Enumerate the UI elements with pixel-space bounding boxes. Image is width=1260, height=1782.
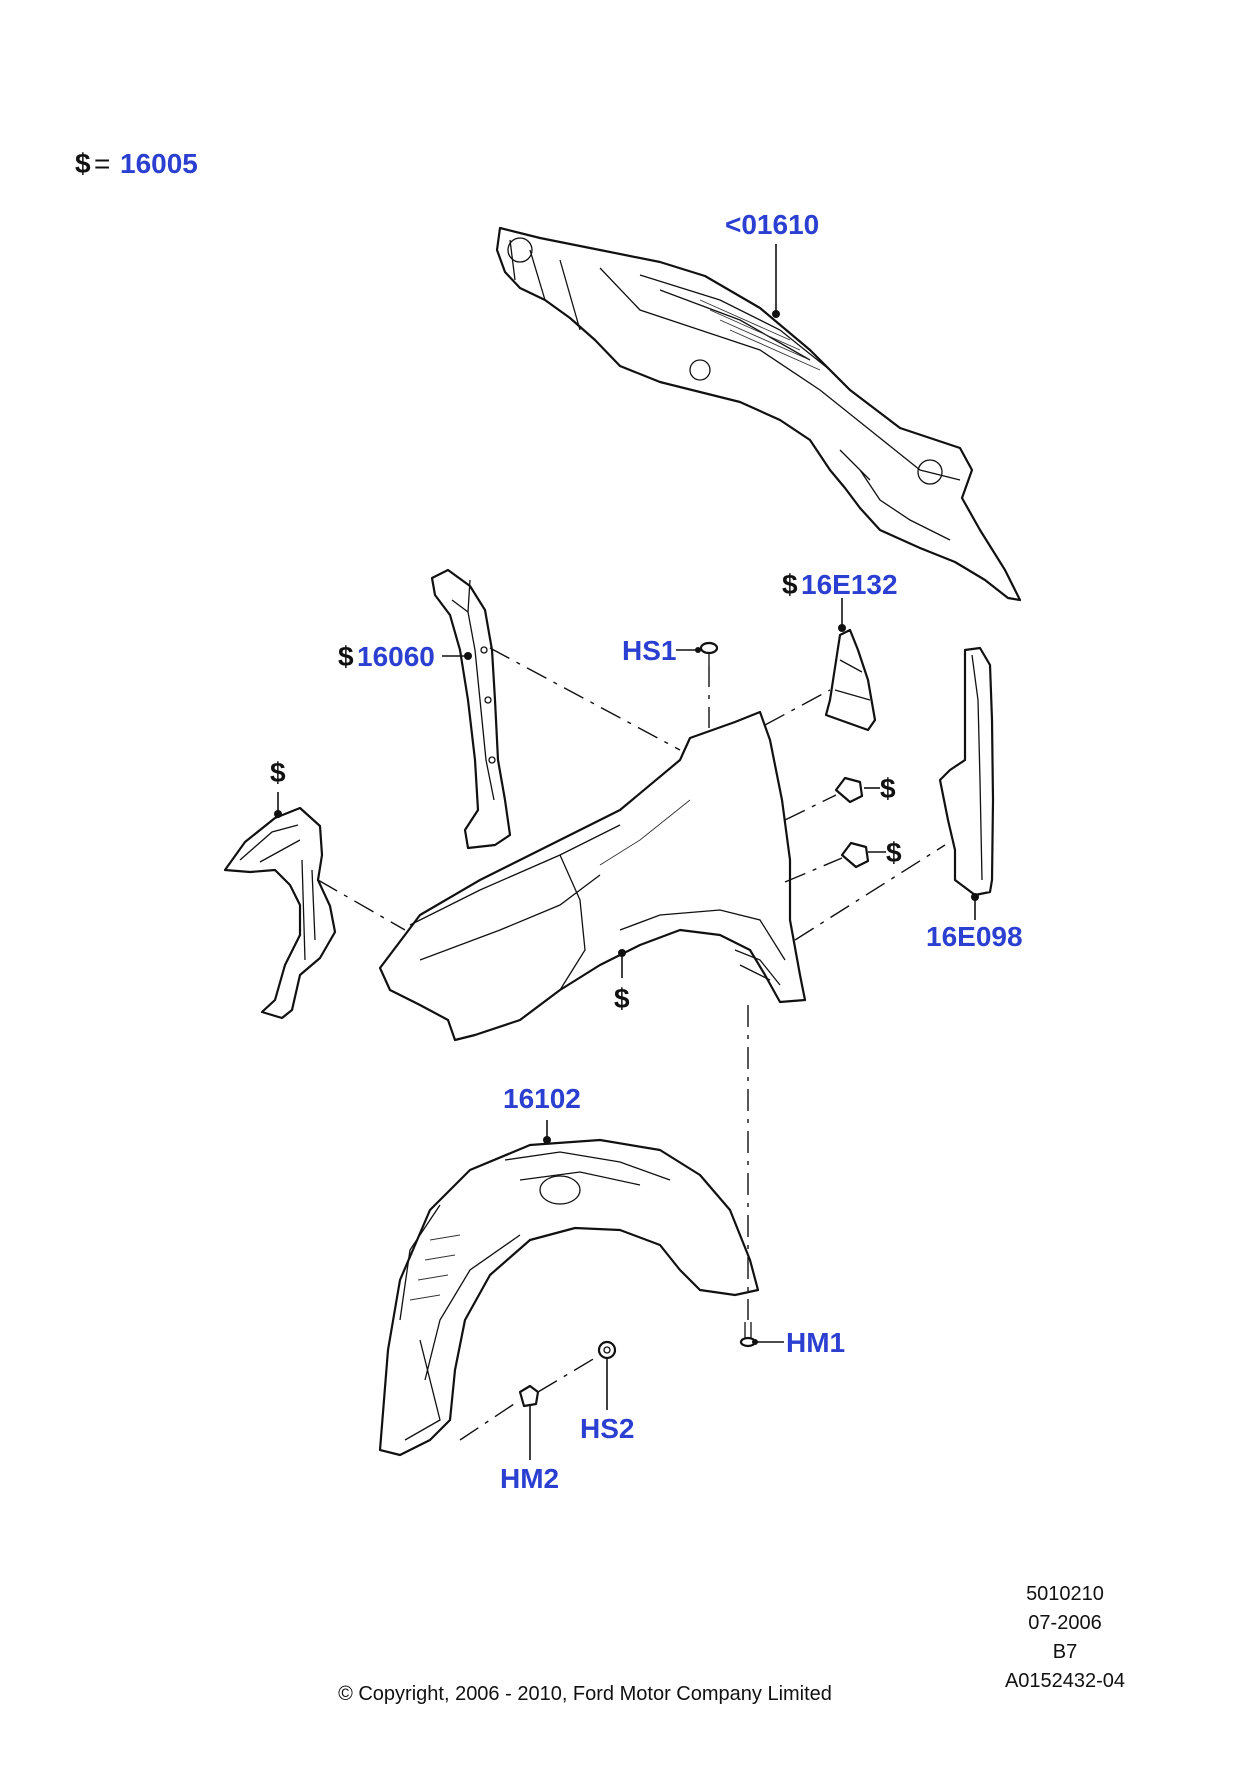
copyright: © Copyright, 2006 - 2010, Ford Motor Com…: [338, 1683, 832, 1705]
legend: $ = 16005: [75, 148, 198, 179]
legend-symbol: $: [75, 148, 91, 179]
ref-number: 5010210: [1026, 1583, 1104, 1605]
left-bracket-leader-dot: [274, 810, 282, 818]
splash-shield-leader-dot: [543, 1136, 551, 1144]
date-code: 07-2006: [1028, 1612, 1101, 1634]
hs1-leader-dot: [695, 647, 701, 653]
b-code: B7: [1053, 1641, 1077, 1663]
left-fender-bracket-part: [223, 806, 337, 1020]
splash-shield-part: [378, 1138, 760, 1457]
hm2-callout: HM2: [500, 1463, 559, 1494]
fender-bracket-lower-part: [840, 841, 870, 869]
shield-callout: 16E098: [926, 921, 1023, 952]
reinforcement-prefix: $: [338, 641, 354, 672]
illustration-id: A0152432-04: [1005, 1670, 1125, 1692]
bracket-lower-callout: $: [886, 837, 902, 868]
dash-panel-part: [495, 226, 1022, 602]
hm1-callout: HM1: [786, 1327, 845, 1358]
fender-part: [378, 710, 807, 1042]
shield-16e098-part: [938, 646, 995, 897]
screw-hs1-part: [699, 641, 719, 665]
screw-hs2-part: [597, 1340, 617, 1360]
bracket-upper-callout: $: [880, 773, 896, 804]
fender-callout: $: [614, 983, 630, 1014]
left-bracket-callout: $: [270, 757, 286, 788]
shield-leader-dot: [971, 893, 979, 901]
reinforcement-callout: 16060: [357, 641, 435, 672]
legend-equals: =: [94, 148, 110, 179]
splash-shield-callout: 16102: [503, 1083, 581, 1114]
bracket-16e132-leader-dot: [838, 624, 846, 632]
assembly-lines: [317, 647, 946, 1441]
bracket-16e132-prefix: $: [782, 569, 798, 600]
reinforcement-part: [430, 568, 512, 850]
bracket-16e132-callout: 16E132: [801, 569, 898, 600]
fender-leader-dot: [618, 949, 626, 957]
footer-meta: 5010210 07-2006 B7 A0152432-04 © Copyrig…: [338, 1583, 1125, 1705]
reinforcement-leader-dot: [464, 652, 472, 660]
fender-bracket-upper-part: [834, 776, 864, 804]
legend-code: 16005: [120, 148, 198, 179]
hs2-callout: HS2: [580, 1413, 634, 1444]
dash-panel-leader-dot: [772, 310, 780, 318]
dash-panel-callout: <01610: [725, 209, 819, 240]
hs1-callout: HS1: [622, 635, 676, 666]
hm1-leader-dot: [752, 1339, 758, 1345]
clip-hm2-part: [518, 1384, 540, 1408]
bracket-16e132-part: [824, 628, 877, 732]
